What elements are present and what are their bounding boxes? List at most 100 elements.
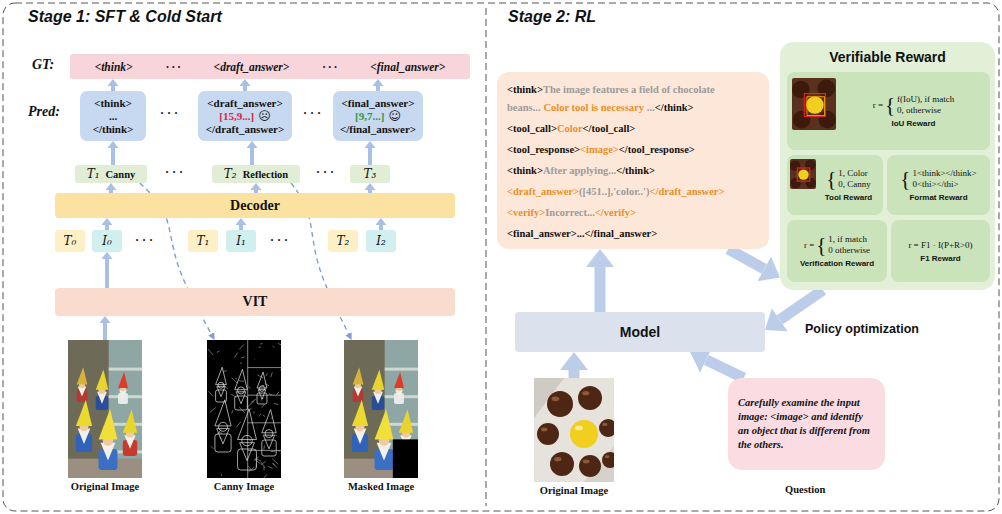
node-text: 1, Color xyxy=(838,168,868,179)
edge-line xyxy=(278,343,281,344)
flow-arrow xyxy=(780,290,823,320)
edge-line xyxy=(232,396,233,397)
output-token: T₃ xyxy=(350,165,390,183)
node-text: { xyxy=(826,168,836,190)
gnome-hat xyxy=(375,409,394,439)
reward-box: {1, Color0, CannyTool Reward xyxy=(787,155,883,215)
text-stack: 1, Color0, Canny xyxy=(838,168,871,190)
node-text: T₂ xyxy=(224,167,237,181)
chocolate-photo xyxy=(534,378,614,482)
gnome-hat xyxy=(262,410,276,433)
node-text: Decoder xyxy=(230,198,280,214)
text-row: {1<think></think>0<thi></thi> xyxy=(900,168,976,190)
node-text: Tool Reward xyxy=(825,193,872,202)
edge-line xyxy=(256,464,257,468)
flow-arrow xyxy=(569,370,580,378)
text-row: Verifiable Reward xyxy=(829,49,946,65)
edge-line xyxy=(211,446,213,449)
text-row: <final_answer> xyxy=(341,97,414,110)
ellipsis: · · · xyxy=(165,165,183,180)
text-row: VIT xyxy=(243,294,268,310)
chocolate-bean xyxy=(550,452,574,476)
text-row: <think>The image features a field of cho… xyxy=(507,80,759,116)
node-text: I₂ xyxy=(376,234,386,248)
node-text: </draft_answer> xyxy=(650,186,725,197)
text-row: <verify>Incorrect...</verify> xyxy=(507,203,759,221)
node-text: ☺ xyxy=(388,110,401,123)
edge-line xyxy=(273,346,275,348)
gnome-hat xyxy=(399,410,413,433)
edge-line xyxy=(219,432,222,434)
node-text: 0 otherwise xyxy=(828,245,870,256)
flow-arrow xyxy=(105,259,109,288)
node-text: ... xyxy=(647,102,655,113)
image-panel: Canny Image xyxy=(202,340,286,496)
node-text: Color xyxy=(557,123,583,134)
bean-highlight xyxy=(575,426,583,431)
chocolate-bean xyxy=(547,391,573,417)
edge-line xyxy=(265,383,269,385)
decoder-block: Decoder xyxy=(55,193,455,218)
edge-line xyxy=(213,340,214,341)
node-text: r = xyxy=(873,100,883,111)
text-row: T₂ xyxy=(337,234,350,248)
node-text: <final_answer> xyxy=(370,61,445,73)
image-panel: Masked Image xyxy=(339,340,423,496)
text-row: I₂ xyxy=(376,234,386,248)
node-text: <image> xyxy=(580,144,619,155)
text-row: [15,9...]☹ xyxy=(219,110,270,123)
gnome-hat xyxy=(257,372,267,388)
node-text: f(IoU), if match xyxy=(897,94,954,105)
edge-line xyxy=(277,392,279,395)
photo-ground xyxy=(344,340,418,478)
node-text: r = F1 · I(P+R>0) xyxy=(908,240,972,251)
bean-highlight xyxy=(554,457,561,461)
image-panel: Original Image xyxy=(529,378,619,500)
node-text: 1, if match xyxy=(828,234,867,245)
gnome-hat xyxy=(394,372,404,388)
masked-photo xyxy=(344,340,418,478)
edge-line xyxy=(231,394,236,397)
edge-line xyxy=(239,407,244,413)
text-token: T₁ xyxy=(188,230,218,252)
edge-line xyxy=(210,408,216,413)
node-text: T₀ xyxy=(64,234,77,248)
text-row: T₀ xyxy=(64,234,77,248)
node-text: </think> xyxy=(616,165,655,176)
edge-line xyxy=(255,460,261,464)
edge-line xyxy=(208,349,213,355)
text-row: T₃ xyxy=(364,167,377,181)
chocolate-bean xyxy=(537,423,559,445)
node-text: T₂ xyxy=(337,234,350,248)
gnome-hat xyxy=(238,409,257,439)
node-text: </think> xyxy=(93,123,134,136)
photo-ground xyxy=(792,78,836,130)
edge-line xyxy=(261,462,265,468)
text-row: Decoder xyxy=(230,198,280,214)
edge-line xyxy=(263,474,267,478)
gnome-hat xyxy=(123,410,137,433)
gnome-hat xyxy=(216,367,227,384)
node-text: Carefully examine the input image: <imag… xyxy=(738,396,875,452)
gnome-hat xyxy=(353,367,364,384)
text-row: T₂Reflection xyxy=(224,167,288,181)
text-row: Original Image xyxy=(540,485,609,496)
node-text: <think> xyxy=(507,165,543,176)
node-text: Canny xyxy=(106,169,136,180)
edge-line xyxy=(259,347,261,348)
ellipsis: · · · xyxy=(316,165,334,180)
reward-box: r ={1, if match0 otherwiseVerification R… xyxy=(787,220,887,282)
text-token: T₀ xyxy=(55,230,85,252)
mask-patch xyxy=(393,439,418,478)
node-text: Masked Image xyxy=(348,481,414,492)
image-token: I₀ xyxy=(92,230,122,252)
text-row: <draft_answer> xyxy=(207,97,282,110)
edge-line xyxy=(223,370,226,372)
photo-ground xyxy=(790,159,816,189)
node-text: <think> xyxy=(95,61,133,73)
edge-line xyxy=(207,464,208,467)
prediction-box: <think>...</think> xyxy=(80,91,146,141)
text-row: IoU Reward xyxy=(891,116,935,128)
flow-arrow xyxy=(706,360,743,378)
edge-line xyxy=(249,408,252,410)
